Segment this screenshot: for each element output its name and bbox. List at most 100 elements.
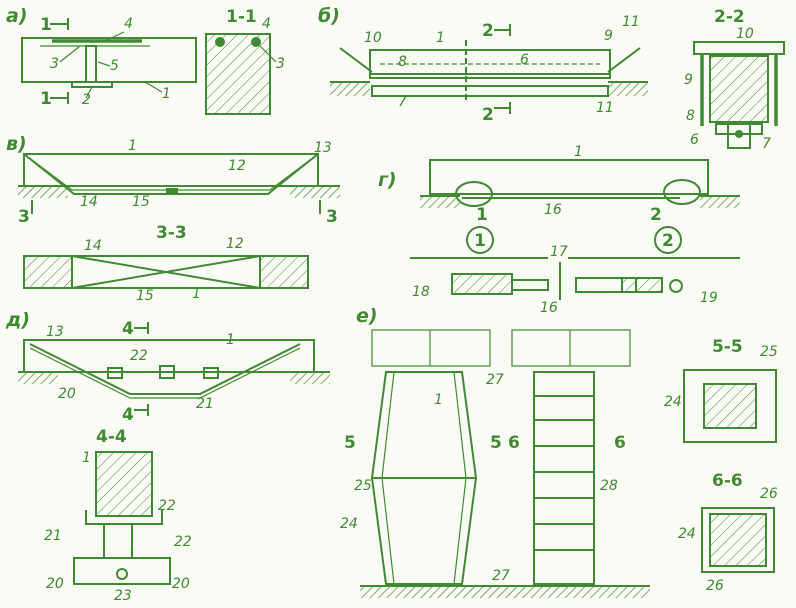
detail-mark-1: 1 — [474, 231, 486, 251]
panel-d-caption: д) — [5, 309, 30, 331]
svg-text:4: 4 — [262, 16, 271, 32]
panel-b: б) 2 2 10 1 9 11 8 6 7 11 2-2 10 9 8 6 7 — [318, 5, 785, 152]
base-plate — [71, 81, 113, 88]
svg-text:10: 10 — [736, 26, 754, 42]
svg-text:20: 20 — [172, 576, 190, 592]
cut-6-right: 6 — [614, 433, 626, 453]
cut-3-left: 3 — [18, 207, 30, 227]
cut-2-top: 2 — [482, 21, 494, 41]
strut-rod — [23, 153, 319, 195]
ladder-bars — [534, 395, 594, 551]
beam-d — [23, 339, 315, 373]
section-4-4-title: 4-4 — [96, 427, 127, 447]
beam-g — [429, 159, 709, 195]
top-channel — [693, 41, 785, 55]
svg-text:1: 1 — [574, 144, 583, 160]
base-frame — [73, 557, 171, 585]
svg-text:28: 28 — [600, 478, 618, 494]
svg-text:1: 1 — [128, 138, 137, 154]
svg-text:24: 24 — [340, 516, 358, 532]
svg-text:8: 8 — [398, 54, 407, 70]
cut-1-top: 1 — [40, 15, 52, 35]
svg-text:4: 4 — [124, 16, 133, 32]
svg-text:6: 6 — [690, 132, 699, 148]
svg-text:27: 27 — [492, 568, 510, 584]
svg-text:8: 8 — [686, 108, 695, 124]
sag-rod — [29, 343, 301, 395]
svg-text:6: 6 — [520, 52, 529, 68]
panel-e-caption: е) — [356, 305, 378, 327]
svg-text:23: 23 — [114, 588, 132, 604]
section-2-2-title: 2-2 — [714, 7, 745, 27]
svg-text:24: 24 — [664, 394, 682, 410]
svg-text:9: 9 — [604, 28, 613, 44]
beam-b — [369, 49, 611, 79]
rod-channel — [727, 123, 751, 149]
svg-text:9: 9 — [684, 72, 693, 88]
svg-text:12: 12 — [226, 236, 244, 252]
svg-text:25: 25 — [354, 478, 372, 494]
svg-text:3: 3 — [276, 56, 285, 72]
detail-mark-2: 2 — [662, 231, 674, 251]
svg-text:21: 21 — [44, 528, 62, 544]
svg-text:20: 20 — [58, 386, 76, 402]
panel-a: а) 1 1 4 3 5 1 2 1-1 4 3 — [6, 5, 285, 115]
svg-text:1: 1 — [226, 332, 235, 348]
svg-text:26: 26 — [760, 486, 778, 502]
panel-v-caption: в) — [6, 133, 27, 155]
svg-text:20: 20 — [46, 576, 64, 592]
svg-text:14: 14 — [84, 238, 102, 254]
svg-text:24: 24 — [678, 526, 696, 542]
section-5-5-title: 5-5 — [712, 337, 743, 357]
cut-3-right: 3 — [326, 207, 338, 227]
svg-text:1: 1 — [436, 30, 445, 46]
svg-text:1: 1 — [476, 205, 488, 225]
cut-1-bottom: 1 — [40, 89, 52, 109]
svg-text:17: 17 — [550, 244, 568, 260]
section-5-5-concrete — [703, 383, 757, 429]
panel-e: е) 27 1 25 24 5 5 28 27 6 6 5-5 25 — [340, 305, 778, 598]
beam-v — [23, 153, 319, 187]
svg-text:7: 7 — [762, 136, 771, 152]
svg-text:1: 1 — [82, 450, 91, 466]
svg-text:1: 1 — [192, 286, 201, 302]
svg-text:26: 26 — [706, 578, 724, 594]
svg-text:10: 10 — [364, 30, 382, 46]
svg-text:13: 13 — [314, 140, 332, 156]
svg-text:11: 11 — [596, 100, 614, 116]
svg-text:15: 15 — [136, 288, 154, 304]
svg-text:22: 22 — [158, 498, 176, 514]
tie-rod — [371, 85, 609, 97]
svg-text:2: 2 — [82, 92, 91, 108]
svg-text:12: 12 — [228, 158, 246, 174]
svg-text:3: 3 — [50, 56, 59, 72]
panel-g-caption: г) — [378, 169, 397, 191]
svg-text:16: 16 — [540, 300, 558, 316]
section-3-3-title: 3-3 — [156, 223, 187, 243]
cut-4-bottom: 4 — [122, 405, 134, 425]
column-2-frame — [533, 371, 595, 585]
anchor-bolt — [215, 37, 225, 47]
cut-5-left: 5 — [344, 433, 356, 453]
svg-text:14: 14 — [80, 194, 98, 210]
section-1-1-concrete — [205, 33, 271, 115]
section-4-4-concrete — [95, 451, 153, 517]
panel-g: г) 1 1 16 2 1 2 17 18 16 19 — [378, 144, 740, 316]
svg-text:27: 27 — [486, 372, 504, 388]
svg-text:5: 5 — [110, 58, 119, 74]
section-6-6-concrete — [709, 513, 767, 567]
beam-elevation — [21, 37, 197, 83]
cut-5-right: 5 — [490, 433, 502, 453]
svg-text:22: 22 — [130, 348, 148, 364]
cut-6-left: 6 — [508, 433, 520, 453]
svg-text:7: 7 — [398, 94, 407, 110]
svg-text:1: 1 — [434, 392, 443, 408]
svg-text:18: 18 — [412, 284, 430, 300]
svg-text:13: 13 — [46, 324, 64, 340]
cut-4-top: 4 — [122, 319, 134, 339]
cut-2-bottom: 2 — [482, 105, 494, 125]
svg-text:15: 15 — [132, 194, 150, 210]
svg-text:21: 21 — [196, 396, 214, 412]
